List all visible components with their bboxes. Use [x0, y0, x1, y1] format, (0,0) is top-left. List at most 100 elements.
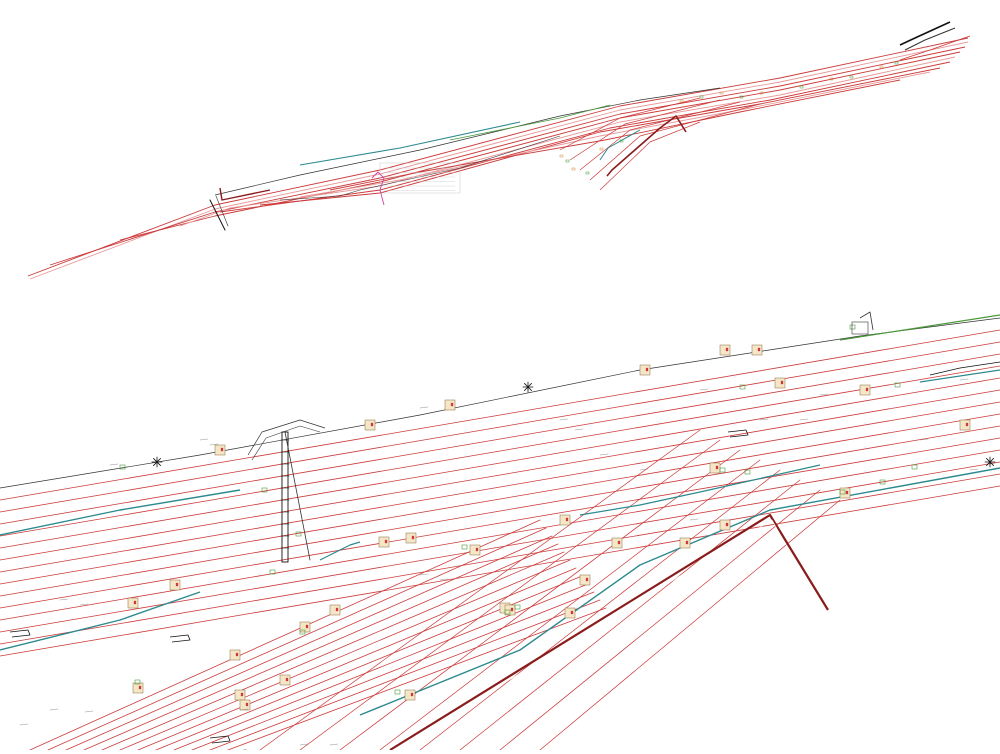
detail-signal-box — [127, 597, 139, 609]
detail-track — [0, 413, 1000, 585]
detail-branch-track — [47, 527, 547, 751]
detail-annotation-mark — [329, 743, 339, 746]
overview-track — [29, 41, 969, 280]
detail-signal-box — [469, 544, 481, 556]
overview-equipment — [719, 91, 724, 95]
detail-annotation-mark — [699, 388, 709, 391]
detail-branch-track — [173, 583, 589, 751]
overview-branch-track — [599, 121, 701, 191]
detail-signal-mark — [450, 402, 454, 407]
detail-equipment — [504, 609, 511, 615]
detail-track — [0, 485, 1000, 657]
detail-track — [0, 329, 1000, 501]
detail-branch-track — [459, 479, 801, 751]
overview-equipment — [571, 167, 576, 171]
detail-signal-box — [679, 537, 691, 549]
overview-equipment — [699, 95, 704, 99]
detail-signal-mark — [570, 610, 574, 615]
detail-platform — [919, 369, 1000, 383]
detail-signal-mark — [725, 522, 729, 527]
detail-annotation-mark — [919, 438, 929, 441]
detail-footbridge — [251, 425, 321, 461]
overview-equipment — [679, 99, 684, 103]
detail-signal-mark — [757, 347, 761, 352]
detail-signal-mark — [585, 577, 589, 582]
detail-boundary-edge — [839, 314, 1000, 341]
detail-signal-mark — [235, 652, 239, 657]
detail-annotation-mark — [969, 468, 979, 471]
detail-signal-box — [751, 344, 763, 356]
detail-annotation-mark — [209, 443, 219, 446]
detail-signal-box — [169, 579, 181, 591]
detail-annotation-mark — [419, 406, 429, 409]
detail-annotation-mark — [759, 418, 769, 421]
detail-building — [851, 321, 869, 335]
detail-signal-mark — [845, 490, 849, 495]
detail-annotation-mark — [199, 438, 209, 441]
detail-annotation-mark — [79, 603, 89, 606]
detail-signal-mark — [725, 347, 729, 352]
detail-equipment — [295, 531, 302, 537]
detail-equipment — [394, 689, 401, 695]
detail-signal-box — [719, 344, 731, 356]
detail-platform — [0, 489, 241, 536]
overview-equipment — [585, 171, 590, 175]
overview-track — [179, 56, 956, 227]
overview-plan — [27, 21, 971, 280]
overview-platform — [299, 121, 521, 166]
detail-signal-mark — [475, 547, 479, 552]
detail-signal-box — [564, 607, 576, 619]
detail-signal-box — [214, 444, 226, 456]
detail-signal-box — [132, 682, 144, 694]
detail-signal-box — [639, 364, 651, 376]
detail-annotation-mark — [239, 708, 249, 711]
detail-signal-mark — [780, 380, 784, 385]
detail-equipment — [739, 384, 746, 390]
detail-branch-track — [209, 599, 601, 751]
detail-signal-mark — [384, 539, 388, 544]
detail-annotation-mark — [689, 518, 699, 521]
detail-branch-track — [259, 429, 701, 751]
detail-equipment — [299, 629, 306, 635]
detail-signal-mark — [965, 422, 969, 427]
overview-terminus — [899, 21, 951, 46]
overview-equipment — [799, 85, 804, 89]
overview-track — [219, 61, 951, 213]
detail-equipment — [261, 487, 268, 493]
detail-signal-mark — [240, 692, 244, 697]
detail-branch-track — [419, 469, 781, 751]
detail-track — [0, 425, 1000, 597]
overview-platform-edge — [449, 104, 611, 141]
detail-annotation-mark — [799, 418, 809, 421]
detail-signal-box — [859, 384, 871, 396]
detail-signal-mark — [865, 387, 869, 392]
overview-station-area — [379, 162, 461, 194]
detail-signal-mark — [617, 540, 621, 545]
detail-signal-box — [279, 674, 291, 686]
detail-signal-box — [364, 419, 376, 431]
overview-track — [299, 71, 931, 198]
overview-bridge-mark — [215, 195, 229, 227]
detail-branch-track — [499, 489, 821, 751]
overview-branch-track — [579, 101, 741, 171]
detail-annotation-mark — [49, 708, 59, 711]
detail-wall — [389, 513, 829, 751]
detail-signal-box — [959, 419, 971, 431]
detail-platform — [579, 464, 821, 516]
detail-signal-box — [559, 514, 571, 526]
overview-equipment — [739, 95, 744, 99]
detail-annotation-mark — [574, 428, 584, 431]
detail-annotation-mark — [84, 710, 94, 713]
detail-plan — [0, 311, 1000, 754]
detail-building — [859, 311, 874, 331]
detail-branch-track — [119, 559, 571, 751]
overview-equipment — [559, 154, 564, 158]
overview-equipment — [565, 159, 570, 163]
detail-annotation-mark — [559, 418, 569, 421]
detail-signal-mark — [245, 702, 249, 707]
detail-signal-mark — [305, 624, 309, 629]
detail-track — [0, 353, 1000, 525]
detail-signal-mark — [133, 600, 137, 605]
